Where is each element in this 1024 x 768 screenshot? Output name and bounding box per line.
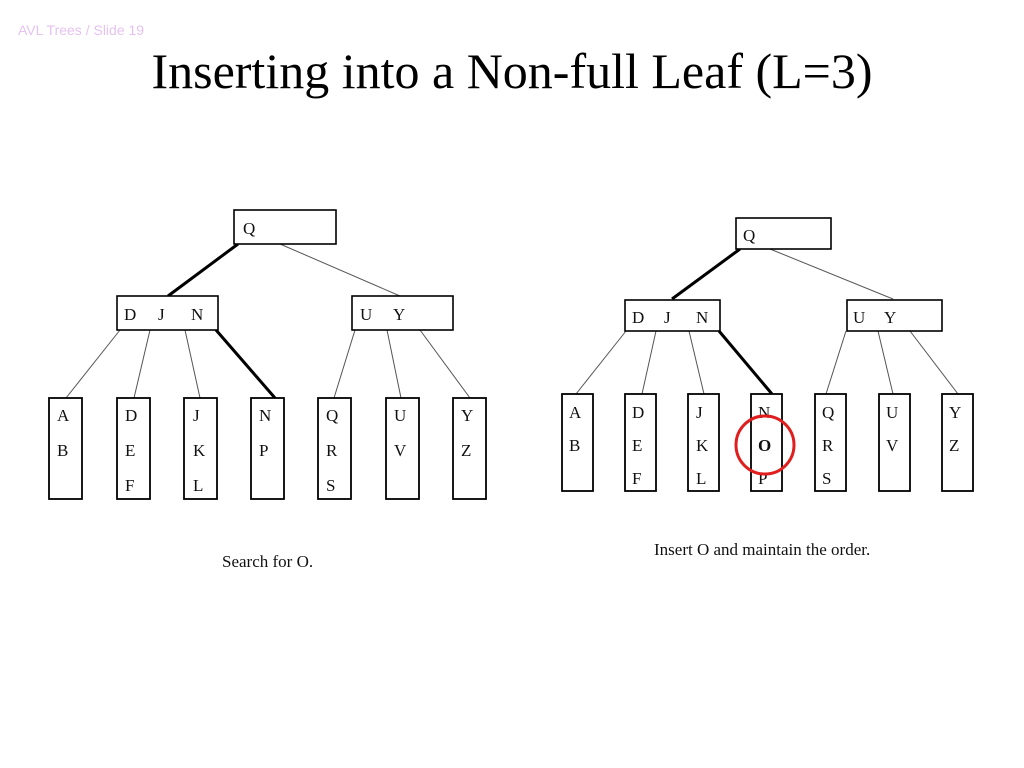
leaf-key: V bbox=[886, 436, 899, 455]
edge-djn-np bbox=[214, 329, 277, 399]
node-key: Y bbox=[393, 305, 405, 324]
leaf-node bbox=[687, 393, 720, 492]
node-key: D bbox=[632, 308, 644, 327]
edge-uy-uv bbox=[386, 329, 402, 399]
edge-djn-jkl bbox=[688, 330, 705, 395]
leaf-key: F bbox=[125, 476, 134, 495]
leaf-key: J bbox=[193, 406, 200, 425]
leaf-key: D bbox=[125, 406, 137, 425]
node-key: U bbox=[853, 308, 865, 327]
node-key: J bbox=[158, 305, 165, 324]
leaf-key: A bbox=[57, 406, 70, 425]
leaf-key: N bbox=[758, 403, 770, 422]
leaf-key: K bbox=[193, 441, 206, 460]
leaf-key: N bbox=[259, 406, 271, 425]
leaf-key: Y bbox=[461, 406, 473, 425]
node-key: U bbox=[360, 305, 372, 324]
leaf-key: B bbox=[57, 441, 68, 460]
inserted-key: O bbox=[758, 436, 771, 455]
edge-uy-uv bbox=[877, 330, 894, 395]
edge-root-left bbox=[671, 247, 741, 301]
leaf-node bbox=[941, 393, 974, 492]
leaf-key: P bbox=[259, 441, 268, 460]
leaf-node bbox=[452, 397, 487, 500]
leaf-key: D bbox=[632, 403, 644, 422]
edge-root-right bbox=[769, 248, 894, 300]
internal-node-uy bbox=[846, 299, 943, 332]
leaf-key: Z bbox=[949, 436, 959, 455]
leaf-key: F bbox=[632, 469, 641, 488]
leaf-key: E bbox=[125, 441, 135, 460]
node-key: N bbox=[696, 308, 708, 327]
leaf-key: L bbox=[193, 476, 203, 495]
internal-node-djn bbox=[116, 295, 219, 331]
edge-uy-yz bbox=[419, 329, 471, 399]
node-key: N bbox=[191, 305, 203, 324]
leaf-key: Q bbox=[822, 403, 834, 422]
leaf-node bbox=[624, 393, 657, 492]
leaf-key: U bbox=[886, 403, 898, 422]
slide-label: AVL Trees / Slide 19 bbox=[18, 22, 145, 38]
leaf-node-target bbox=[250, 397, 285, 500]
node-key: J bbox=[664, 308, 671, 327]
leaf-node bbox=[317, 397, 352, 500]
leaf-key: K bbox=[696, 436, 709, 455]
leaf-key: S bbox=[822, 469, 831, 488]
leaf-node bbox=[878, 393, 911, 492]
edge-uy-qrs bbox=[825, 330, 847, 395]
leaf-node bbox=[48, 397, 83, 500]
leaf-key: A bbox=[569, 403, 582, 422]
leaf-key: U bbox=[394, 406, 406, 425]
node-key: D bbox=[124, 305, 136, 324]
leaf-key: E bbox=[632, 436, 642, 455]
root-node bbox=[735, 217, 832, 250]
leaf-node-inserted bbox=[750, 393, 783, 492]
leaf-node bbox=[116, 397, 151, 500]
tree-insert: Q D J N U Y A B D E F J K L N O P bbox=[561, 217, 974, 559]
caption-search: Search for O. bbox=[222, 552, 313, 571]
leaf-key: P bbox=[758, 469, 767, 488]
leaf-node bbox=[385, 397, 420, 500]
edge-uy-qrs bbox=[333, 329, 356, 399]
leaf-key: R bbox=[326, 441, 338, 460]
edge-djn-def bbox=[641, 330, 657, 395]
internal-node-uy bbox=[351, 295, 454, 331]
root-node bbox=[233, 209, 337, 245]
edge-djn-ab bbox=[575, 330, 627, 395]
leaf-key: Z bbox=[461, 441, 471, 460]
edge-djn-ab bbox=[65, 329, 121, 399]
edge-root-right bbox=[279, 243, 401, 297]
leaf-key: L bbox=[696, 469, 706, 488]
leaf-key: R bbox=[822, 436, 834, 455]
leaf-key: B bbox=[569, 436, 580, 455]
edge-djn-nop bbox=[717, 330, 774, 395]
edge-root-left bbox=[167, 242, 239, 298]
leaf-key: J bbox=[696, 403, 703, 422]
leaf-node bbox=[814, 393, 847, 492]
root-key: Q bbox=[743, 226, 755, 245]
highlight-circle bbox=[734, 414, 796, 476]
leaf-node bbox=[561, 393, 594, 492]
leaf-key: Y bbox=[949, 403, 961, 422]
edge-uy-yz bbox=[909, 330, 959, 395]
edge-djn-def bbox=[133, 329, 151, 399]
leaf-node bbox=[183, 397, 218, 500]
caption-insert: Insert O and maintain the order. bbox=[654, 540, 870, 559]
tree-search: Q D J N U Y A B D E F J K L N P Q bbox=[48, 209, 487, 571]
slide-title: Inserting into a Non-full Leaf (L=3) bbox=[151, 43, 873, 99]
internal-node-djn bbox=[624, 299, 721, 332]
leaf-key: V bbox=[394, 441, 407, 460]
edge-djn-jkl bbox=[184, 329, 201, 399]
node-key: Y bbox=[884, 308, 896, 327]
leaf-key: S bbox=[326, 476, 335, 495]
leaf-key: Q bbox=[326, 406, 338, 425]
root-key: Q bbox=[243, 219, 255, 238]
